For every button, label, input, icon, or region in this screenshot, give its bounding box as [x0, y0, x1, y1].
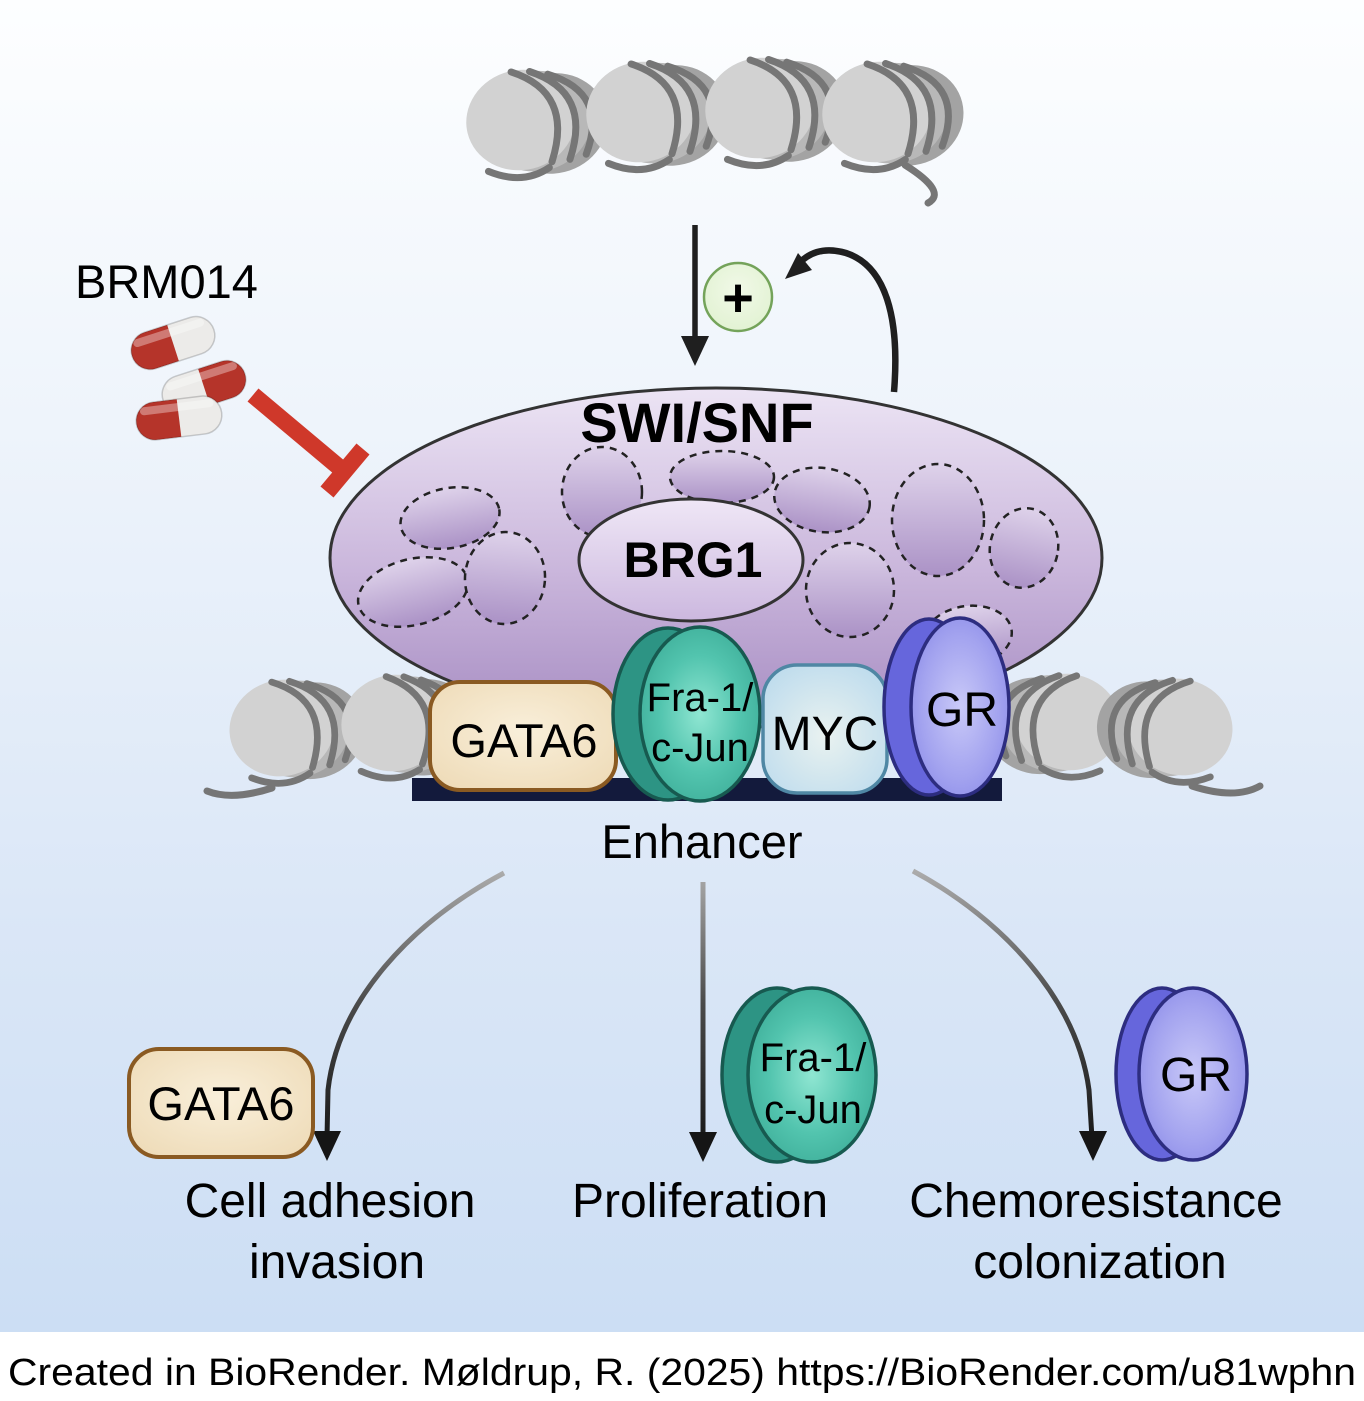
brg1-label: BRG1	[624, 532, 763, 588]
chromatin-left	[203, 659, 486, 799]
brg1-subunit	[577, 497, 805, 623]
fra1-outcome-line1: Fra-1/	[760, 1036, 868, 1080]
gr-disc-outcome: GR	[1114, 986, 1249, 1162]
plus-icon: +	[702, 261, 774, 333]
fra1-cjun-disc: Fra-1/ c-Jun	[611, 625, 762, 803]
arrow-to-proliferation	[689, 882, 717, 1162]
gr-outcome-label: GR	[1160, 1049, 1232, 1102]
gata6-box-outcome: GATA6	[127, 1047, 315, 1159]
chromatin-top	[456, 39, 975, 207]
inhibition-bar-icon	[247, 388, 370, 498]
enhancer-label: Enhancer	[601, 815, 802, 868]
brm014-label: BRM014	[75, 255, 258, 308]
outcome-cell-adhesion-line1: Cell adhesion	[185, 1175, 476, 1228]
dna-strand	[901, 161, 938, 207]
outcome-chemoresistance-line1: Chemoresistance	[909, 1175, 1283, 1228]
outcome-chemoresistance-line2: colonization	[973, 1236, 1227, 1289]
feedback-arrow	[785, 247, 899, 393]
plus-label: +	[722, 268, 754, 328]
swisnf-label: SWI/SNF	[580, 391, 813, 454]
myc-box: MYC	[761, 663, 889, 795]
gata6-label: GATA6	[450, 714, 597, 767]
dna-strand	[1188, 782, 1264, 797]
footer-attribution: Created in BioRender. Møldrup, R. (2025)…	[8, 1352, 1356, 1394]
outcome-proliferation: Proliferation	[572, 1175, 828, 1228]
swisnf-complex: SWI/SNF BRG1	[328, 386, 1104, 730]
gr-disc: GR	[882, 616, 1011, 798]
arrow-to-cell-adhesion	[313, 870, 506, 1161]
myc-label: MYC	[772, 708, 879, 761]
outcome-cell-adhesion-line2: invasion	[249, 1236, 425, 1289]
footer-background	[0, 1332, 1364, 1401]
gata6-outcome-label: GATA6	[147, 1077, 294, 1130]
dna-strand	[203, 784, 276, 799]
fra1-label-line1: Fra-1/	[647, 676, 755, 720]
fra1-label-line2: c-Jun	[651, 726, 749, 770]
arrow-to-chemoresistance	[911, 868, 1107, 1161]
swisnf-subunits	[356, 445, 1060, 668]
gr-label: GR	[926, 684, 998, 737]
gata6-box: GATA6	[428, 680, 618, 792]
fra1-outcome-line2: c-Jun	[764, 1088, 862, 1132]
activation-arrow	[681, 225, 709, 366]
fra1-cjun-disc-outcome: Fra-1/ c-Jun	[720, 986, 878, 1164]
chromatin-right	[975, 657, 1264, 797]
